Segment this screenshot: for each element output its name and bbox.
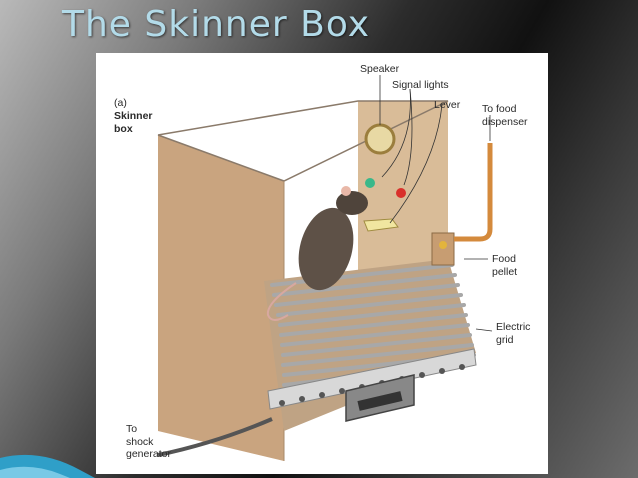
panel-caption: Skinner box [114, 110, 153, 135]
panel-letter: (a) [114, 97, 127, 109]
speaker-shape [364, 123, 396, 155]
signal-light-green [365, 178, 375, 188]
label-speaker: Speaker [360, 63, 400, 75]
skinner-box-illustration [157, 75, 493, 461]
rat-shape [266, 186, 368, 321]
box-left-wall [158, 135, 284, 461]
signal-light-red [396, 188, 406, 198]
accent-wave-decoration [0, 454, 95, 478]
skinner-box-figure: (a) Skinner box Speaker Signal lights Le… [96, 53, 548, 474]
shock-cable [157, 417, 273, 457]
lever-shape [363, 218, 399, 232]
label-to-shock-generator: To shock generator [126, 423, 171, 460]
electric-grid-bars [270, 263, 476, 387]
label-lever: Lever [434, 99, 461, 111]
label-signal-lights: Signal lights [392, 79, 449, 91]
label-to-food-dispenser: To food dispenser [482, 103, 528, 128]
food-pellet-shape [439, 241, 447, 249]
food-dispenser-tube [454, 143, 493, 242]
label-food-pellet: Food pellet [492, 253, 518, 278]
box-glass-top [157, 100, 449, 182]
label-electric-grid: Electric grid [496, 321, 531, 346]
label-leader-lines [379, 75, 493, 332]
slide-title: The Skinner Box [62, 4, 371, 45]
